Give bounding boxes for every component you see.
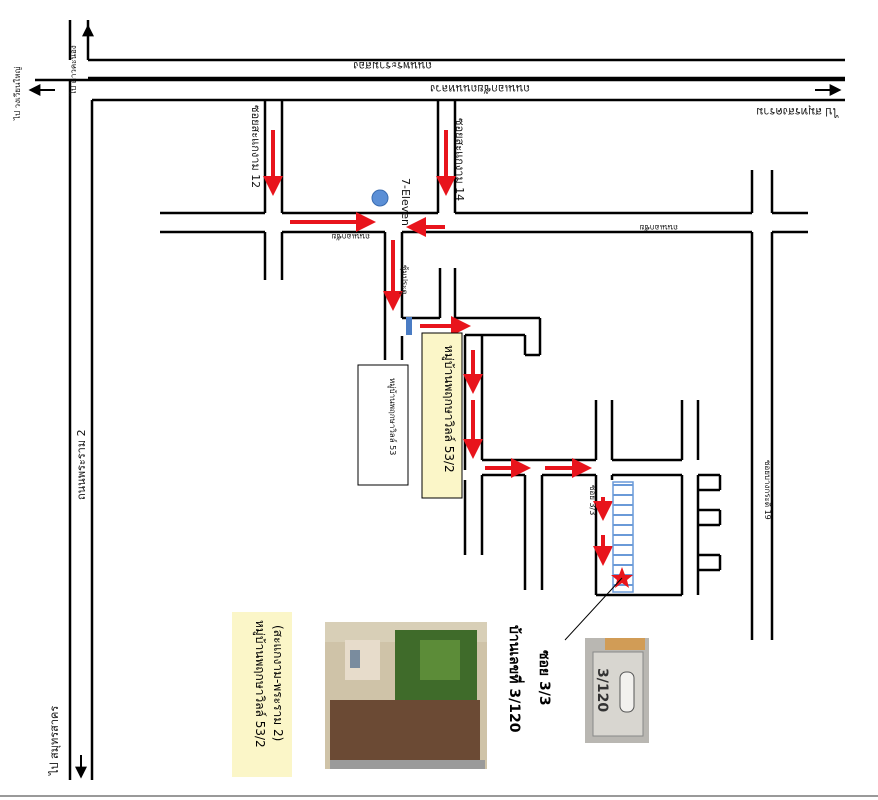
- middle-road-right-label: ถนนเอกชัย: [640, 223, 678, 232]
- address-house-number: บ้านเลขที่ 3/120: [506, 625, 525, 733]
- soi-12-label: ซอยสะแกงาม 12: [249, 105, 262, 188]
- rama2-label: ถนนพระราม 2: [75, 429, 88, 500]
- village-photo: [325, 622, 487, 769]
- house-plate-photo: 3/120: [585, 638, 649, 743]
- seven-eleven-marker-icon: [371, 189, 389, 207]
- pointer-line: [564, 577, 623, 641]
- village-53-box: [357, 364, 409, 486]
- direction-top-left-label: ไป วงเวียนใหญ่: [13, 66, 22, 121]
- destination-block: [612, 481, 634, 593]
- seven-eleven-label: 7-Eleven: [399, 178, 412, 226]
- destination-star-icon: [611, 567, 633, 588]
- soi-19-label: ซอยบางกระดี่ 19: [763, 460, 774, 520]
- direction-top-right-label: ไป ดาวคะนอง: [69, 45, 78, 96]
- gate-label: ซุ้มประตู: [399, 265, 409, 295]
- soi-14-label: ซอยสะแกงาม 14: [453, 118, 466, 201]
- photo-caption-line2: (สะแกงาม-พระราม 2): [271, 625, 285, 741]
- house-plate-number: 3/120: [594, 668, 610, 712]
- photo-caption-box: [232, 612, 292, 777]
- gate-marker-icon: [406, 317, 412, 335]
- top-road-lower-label: ถนนเอกชัยถนนหลวง: [430, 82, 530, 95]
- route-arrows: [263, 130, 613, 566]
- village-53-label: หมู่บ้านพฤกษาวิลล์ 53: [387, 378, 398, 455]
- soi-33-label: ซอย 3/3: [588, 485, 597, 515]
- village-532-label: หมู่บ้านพฤกษาวิลล์ 53/2: [441, 345, 456, 473]
- address-soi: ซอย 3/3: [536, 650, 552, 706]
- top-road-upper-label: ถนนพระรามสอง: [353, 59, 432, 72]
- middle-road-left-label: ถนนเอกชัย: [332, 232, 370, 241]
- village-532-box: [421, 332, 463, 499]
- direction-arrows: [28, 24, 842, 779]
- direction-bottom-label: ไป สมุทรสาคร: [48, 706, 61, 776]
- direction-right-label: ไป สมุทรสงคราม: [756, 105, 839, 118]
- photo-caption-line1: หมู่บ้านพฤกษาวิลล์ 53/2: [252, 620, 267, 748]
